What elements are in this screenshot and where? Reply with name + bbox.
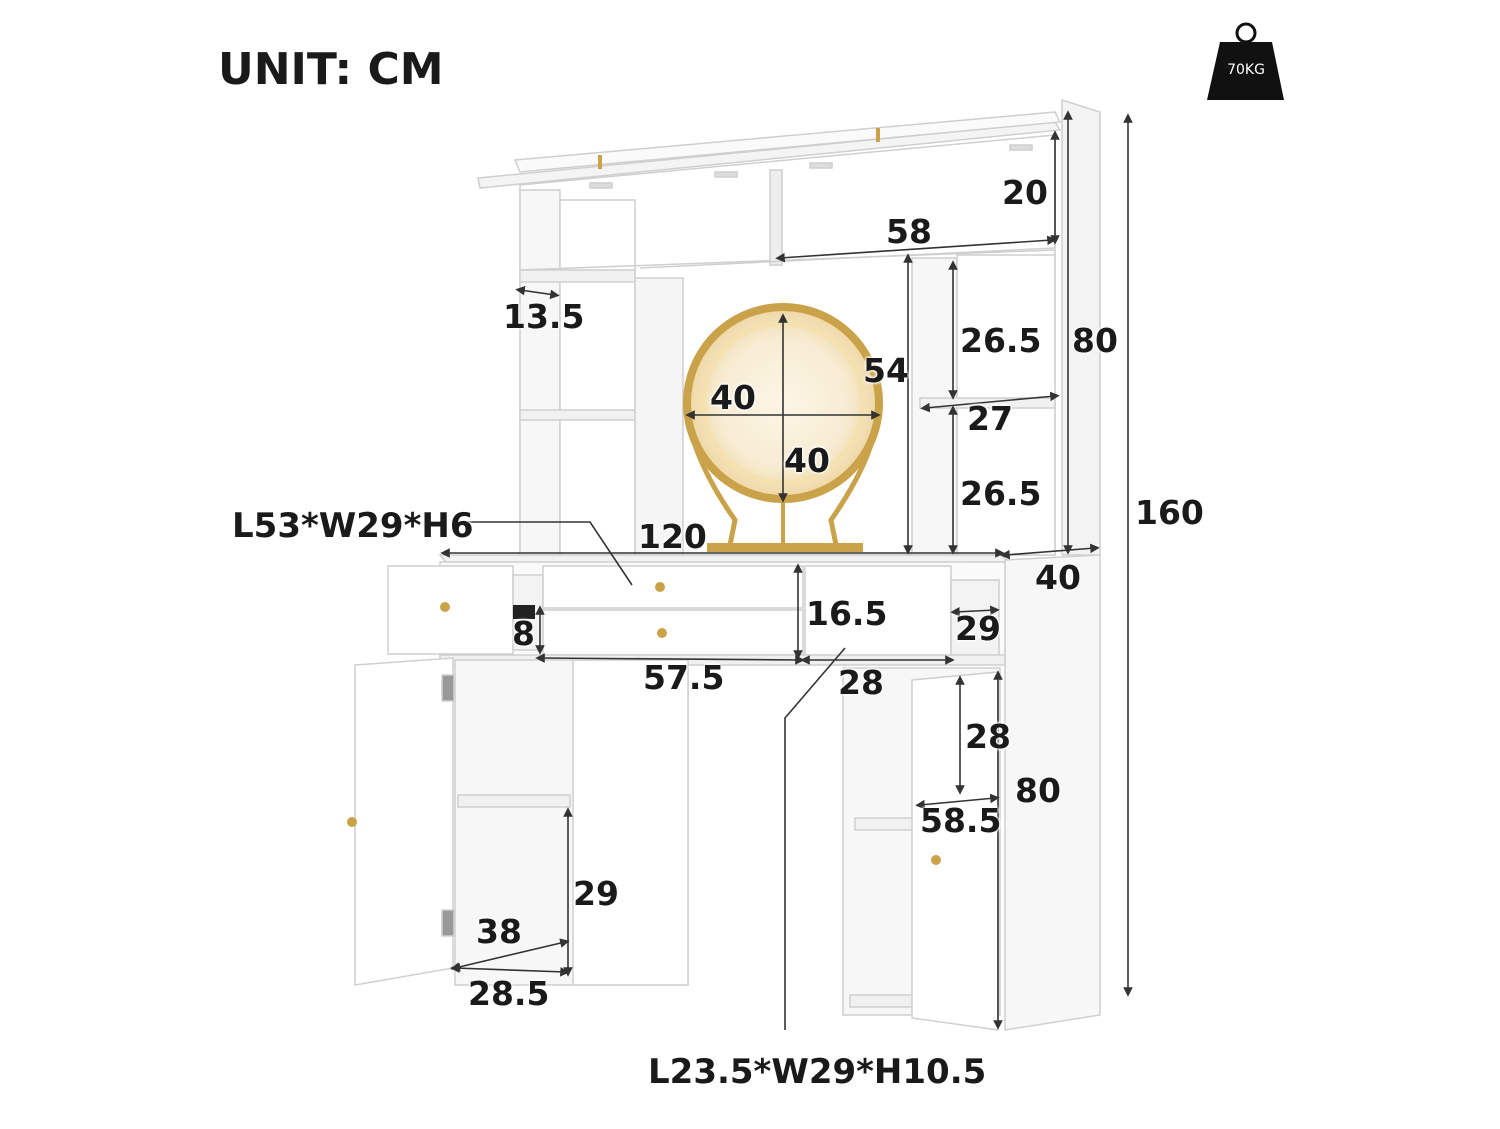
dim-drawer-width: 57.5 xyxy=(643,658,725,697)
dim-desk-height: 80 xyxy=(1015,771,1061,810)
callout-side-drawer: L23.5*W29*H10.5 xyxy=(648,1052,987,1092)
left-cabinet xyxy=(347,657,689,986)
dim-drawer-height: 16.5 xyxy=(806,594,888,633)
right-cabinet xyxy=(842,667,1001,1031)
dim-cabinet-right-width: 58.5 xyxy=(920,801,1002,840)
dim-desk-width: 120 xyxy=(638,517,707,556)
dim-total-height: 160 xyxy=(1135,493,1204,532)
dim-right-shelf-upper: 26.5 xyxy=(960,321,1042,360)
weight-label: 70KG xyxy=(1227,62,1265,78)
dim-right-shelf-lower: 26.5 xyxy=(960,474,1042,513)
dim-side-shelf-depth: 13.5 xyxy=(503,297,585,336)
dim-cabinet-left-width: 38 xyxy=(476,912,522,951)
dim-cabinet-right-inner-height: 28 xyxy=(965,717,1011,756)
dim-cabinet-left-height: 29 xyxy=(573,874,619,913)
weight-icon xyxy=(1207,22,1284,100)
dim-shelf-top-width: 58 xyxy=(886,212,932,251)
dim-shelf-top-height: 20 xyxy=(1002,173,1048,212)
dim-small-drawer-height: 8 xyxy=(512,614,535,653)
callout-top-drawer: L53*W29*H6 xyxy=(232,506,474,546)
dimension-lines xyxy=(440,110,1133,1030)
dim-hutch-height: 80 xyxy=(1072,321,1118,360)
dim-side-drawer-width: 28 xyxy=(838,663,884,702)
dim-mirror-height: 54 xyxy=(863,351,909,390)
dim-mirror-inner-height: 40 xyxy=(784,441,830,480)
dim-depth: 40 xyxy=(1035,558,1081,597)
dim-right-shelf-width: 27 xyxy=(967,399,1013,438)
dim-drawer-depth: 29 xyxy=(955,609,1001,648)
dim-cabinet-left-depth: 28.5 xyxy=(468,974,550,1013)
unit-label: UNIT: CM xyxy=(218,44,444,95)
dim-mirror-width: 40 xyxy=(710,378,756,417)
